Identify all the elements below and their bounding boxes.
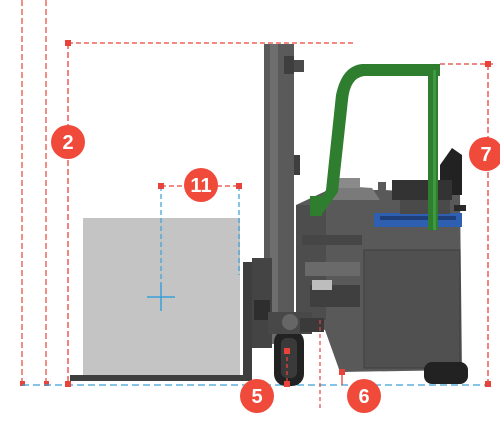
dimension-6-line bbox=[319, 320, 345, 410]
badge-dimension-5-label: 5 bbox=[251, 386, 262, 408]
rear-wheel bbox=[424, 362, 468, 384]
badge-dimension-11-label: 11 bbox=[190, 175, 211, 197]
badge-dimension-11: 11 bbox=[184, 168, 218, 202]
badge-dimension-7: 7 bbox=[469, 137, 500, 171]
dimension-2-line bbox=[65, 40, 355, 387]
load-center-cross bbox=[147, 283, 175, 311]
badge-dimension-2: 2 bbox=[51, 125, 85, 159]
badge-dimension-7-label: 7 bbox=[480, 144, 491, 166]
badge-dimension-2-label: 2 bbox=[62, 132, 73, 154]
badge-dimension-6: 6 bbox=[347, 379, 381, 413]
dimension-5-line bbox=[284, 348, 290, 387]
front-wheel bbox=[268, 312, 324, 386]
mast bbox=[252, 44, 304, 348]
overhead-guard bbox=[310, 64, 440, 230]
fork-tines bbox=[70, 262, 252, 381]
left-reference-lines bbox=[20, 0, 49, 386]
dimension-11-line bbox=[158, 183, 242, 283]
dimension-7-line bbox=[440, 61, 495, 387]
badge-dimension-5: 5 bbox=[240, 379, 274, 413]
truck-body bbox=[296, 178, 462, 372]
badge-dimension-6-label: 6 bbox=[358, 386, 369, 408]
